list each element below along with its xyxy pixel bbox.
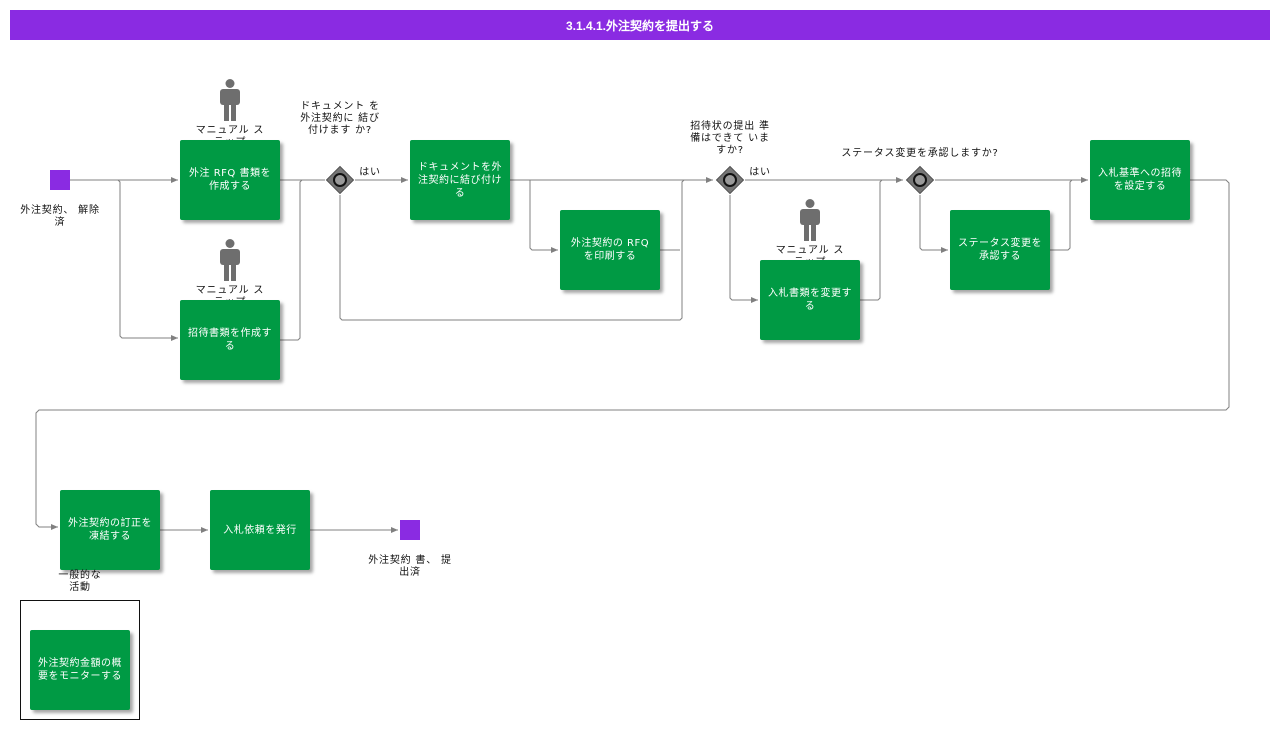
gateway-2-question: 招待状の提出 準備はできて いますか? <box>690 121 770 156</box>
task-approve-status-change[interactable]: ステータス変更を承認する <box>950 210 1050 290</box>
task-set-bid-invitation[interactable]: 入札基準への招待を設定する <box>1090 140 1190 220</box>
task-create-rfq[interactable]: 外注 RFQ 書類を作成する <box>180 140 280 220</box>
task-freeze-revision[interactable]: 外注契約の訂正を凍結する <box>60 490 160 570</box>
gateway-2-yes-label: はい <box>749 167 771 178</box>
gateway-marker-icon <box>723 173 737 187</box>
flow-start-to-invitation <box>117 179 178 341</box>
manual-step-person-icon <box>220 239 240 281</box>
flow-g3-to-approve <box>919 195 948 253</box>
task-issue-bid-request[interactable]: 入札依頼を発行 <box>210 490 310 570</box>
flow-invitation-to-g1 <box>280 179 325 341</box>
group-label: 一般的な 活動 <box>58 570 102 593</box>
gateway-3-question: ステータス変更を承認しますか? <box>841 148 999 159</box>
task-attach-document[interactable]: ドキュメントを外注契約に結び付ける <box>410 140 510 220</box>
manual-step-person-icon <box>800 199 820 241</box>
task-print-rfq[interactable]: 外注契約の RFQ を印刷する <box>560 210 660 290</box>
manual-step-person-icon <box>220 79 240 121</box>
task-change-bid-docs[interactable]: 入札書類を変更する <box>760 260 860 340</box>
task-monitor-summary[interactable]: 外注契約金額の概要をモニターする <box>30 630 130 710</box>
flow-approve-to-set <box>1050 179 1088 251</box>
task-create-invitation[interactable]: 招待書類を作成する <box>180 300 280 380</box>
gateway-marker-icon <box>913 173 927 187</box>
gateway-1-question: ドキュメント を外注契約に 結び付けます か? <box>300 101 380 136</box>
flow-change-to-g3 <box>860 179 903 301</box>
general-activity-group <box>20 600 140 720</box>
diagram-title: 3.1.4.1.外注契約を提出する <box>10 10 1270 40</box>
start-event[interactable] <box>50 170 70 190</box>
flow-g2-no <box>729 195 758 303</box>
start-event-label: 外注契約、 解除済 <box>20 205 100 228</box>
flow-attach-to-print <box>529 180 558 253</box>
flow-set-to-freeze <box>35 179 1230 530</box>
gateway-1-yes-label: はい <box>359 167 381 178</box>
end-event[interactable] <box>400 520 420 540</box>
end-event-label: 外注契約 書、 提出済 <box>368 555 452 578</box>
gateway-marker-icon <box>333 173 347 187</box>
